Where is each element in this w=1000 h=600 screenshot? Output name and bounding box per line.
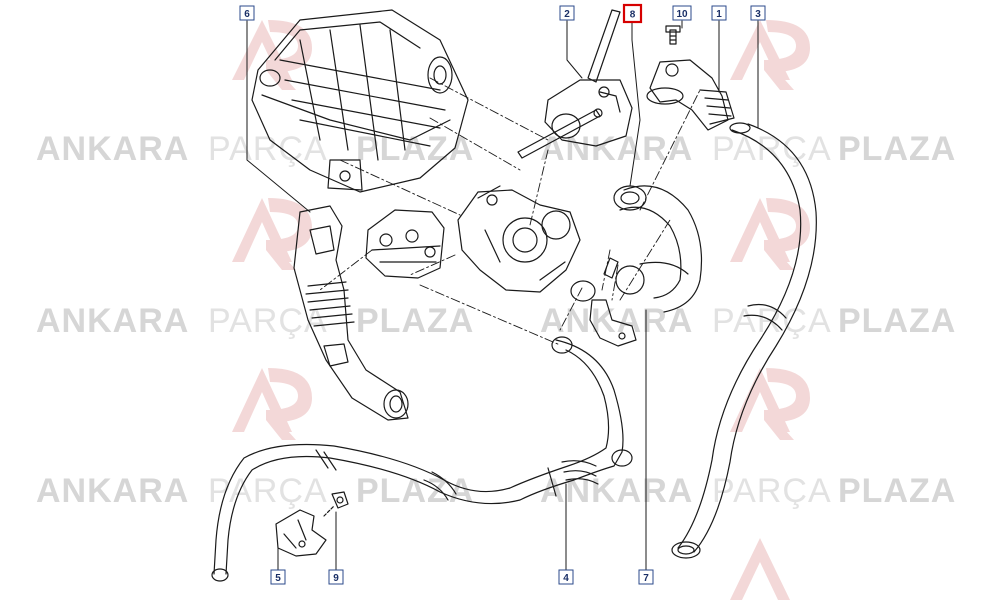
watermark-row: ANKARA PARÇA PLAZA ANKARA PARÇA PLAZA xyxy=(36,130,956,168)
watermark-text: PARÇA xyxy=(208,302,328,340)
watermark-logo xyxy=(232,368,312,440)
mounting-bracket xyxy=(275,509,327,557)
watermark-text: PARÇA xyxy=(712,472,832,510)
callout-4[interactable]: 4 xyxy=(558,569,574,585)
watermark-layer: ANKARA PARÇA PLAZA ANKARA PARÇA PLAZA AN… xyxy=(36,20,956,600)
intake-duct xyxy=(293,205,409,421)
callout-label: 4 xyxy=(563,573,569,584)
breather-tube xyxy=(517,9,621,159)
callout-6[interactable]: 6 xyxy=(239,5,255,21)
pipe-bracket xyxy=(589,299,637,347)
watermark-text: PLAZA xyxy=(838,472,956,510)
watermark-logo xyxy=(730,20,810,90)
callout-label: 3 xyxy=(755,9,761,20)
watermark-text: PLAZA xyxy=(838,130,956,168)
watermark-row: ANKARA PARÇA PLAZA ANKARA PARÇA PLAZA xyxy=(36,472,956,510)
watermark-text: PLAZA xyxy=(356,472,474,510)
watermark-logo xyxy=(730,198,810,270)
watermark-text: PARÇA xyxy=(712,130,832,168)
watermark-text: ANKARA xyxy=(540,130,693,168)
intercooler-hose-right xyxy=(671,122,817,559)
watermark-text: ANKARA xyxy=(36,472,189,510)
turbocharger xyxy=(457,185,581,293)
watermark-logo xyxy=(730,538,790,600)
callout-label: 1 xyxy=(716,9,722,20)
callout-label: 8 xyxy=(630,10,636,21)
callout-label: 2 xyxy=(564,9,570,20)
callout-8-highlighted[interactable]: 8 xyxy=(622,3,643,24)
watermark-text: ANKARA xyxy=(540,472,693,510)
watermark-row: ANKARA PARÇA PLAZA ANKARA PARÇA PLAZA xyxy=(36,302,956,340)
air-outlet-elbow xyxy=(646,59,735,131)
callout-5[interactable]: 5 xyxy=(270,569,286,585)
watermark-text: PARÇA xyxy=(208,472,328,510)
callout-label: 9 xyxy=(333,573,339,584)
watermark-text: PLAZA xyxy=(356,130,474,168)
watermark-logo xyxy=(730,368,810,440)
leader-lines xyxy=(246,20,759,571)
callout-10[interactable]: 10 xyxy=(672,5,692,21)
watermark-text: PLAZA xyxy=(838,302,956,340)
callout-label: 10 xyxy=(676,9,688,20)
watermark-text: ANKARA xyxy=(36,130,189,168)
callout-7[interactable]: 7 xyxy=(638,569,654,585)
callout-9[interactable]: 9 xyxy=(328,569,344,585)
watermark-logo xyxy=(232,198,312,270)
bolt xyxy=(665,25,681,45)
callout-label: 6 xyxy=(244,9,250,20)
lower-intake-hose xyxy=(211,336,633,582)
intake-manifold xyxy=(251,9,469,193)
callout-3[interactable]: 3 xyxy=(750,5,766,21)
callout-label: 7 xyxy=(643,573,649,584)
watermark-text: PARÇA xyxy=(208,130,328,168)
callout-1[interactable]: 1 xyxy=(711,5,727,21)
callout-2[interactable]: 2 xyxy=(559,5,575,21)
watermark-text: PLAZA xyxy=(356,302,474,340)
callout-label: 5 xyxy=(275,573,281,584)
exhaust-manifold xyxy=(365,209,445,279)
watermark-text: ANKARA xyxy=(36,302,189,340)
turbo-outlet-hose xyxy=(570,185,703,313)
hose-clip xyxy=(323,491,349,517)
